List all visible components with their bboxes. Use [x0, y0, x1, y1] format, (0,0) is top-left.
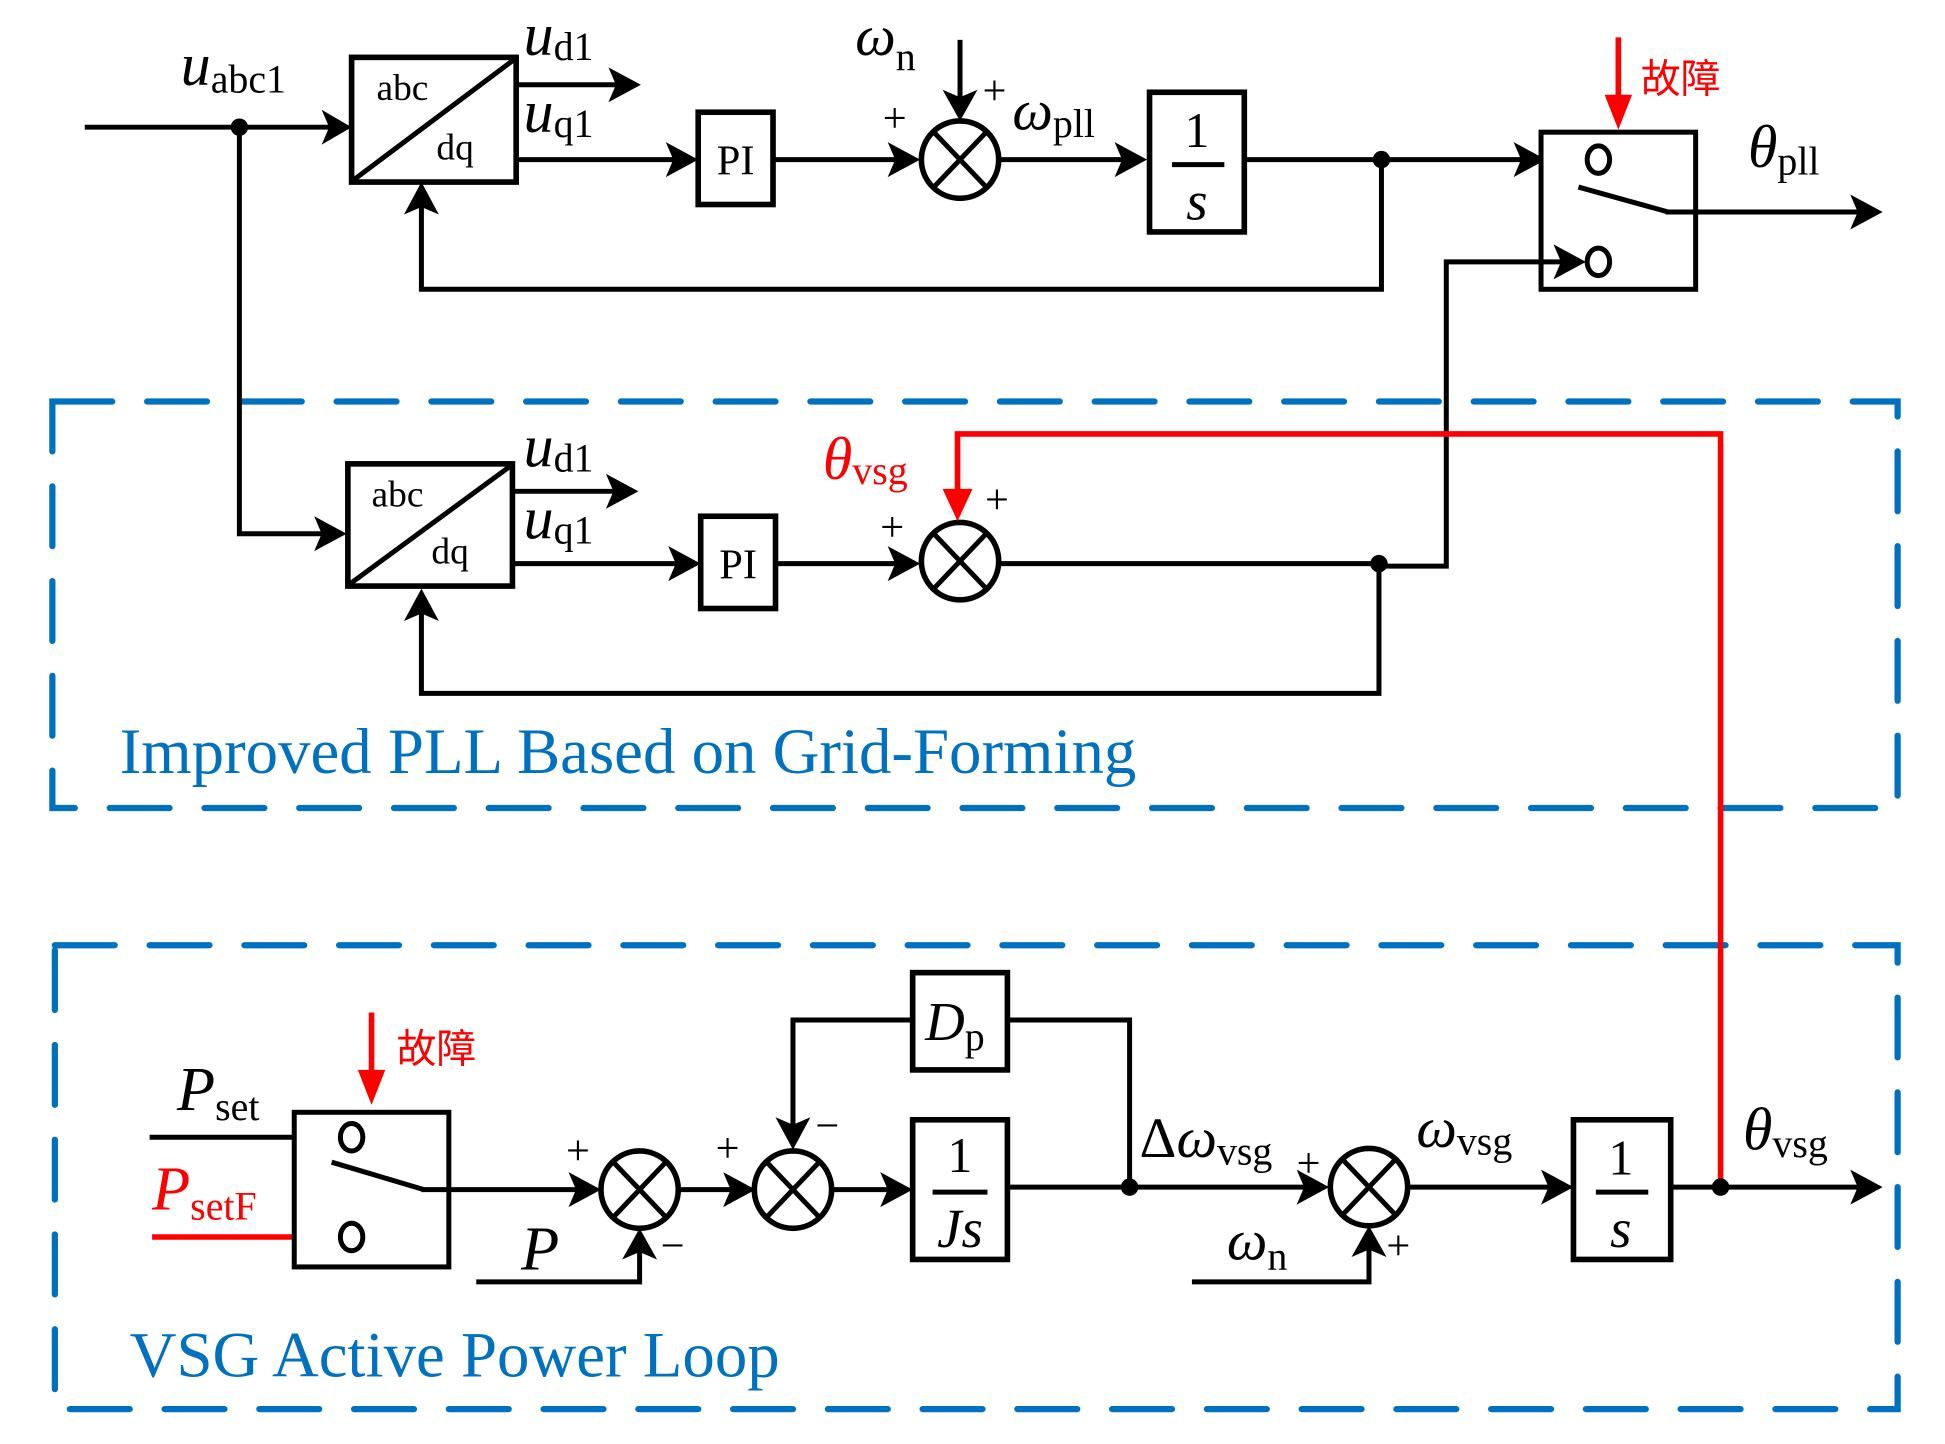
svg-text:Js: Js — [937, 1198, 983, 1259]
plus-sign: + — [880, 504, 904, 551]
ud1-label: ud1 — [524, 2, 594, 69]
arrow-head — [880, 1172, 913, 1208]
theta-vsg-feedback-wire — [954, 431, 1724, 1188]
arrow-head — [942, 488, 973, 522]
plus-sign: + — [985, 477, 1009, 524]
svg-text:s: s — [1610, 1198, 1631, 1259]
pset-label: Pset — [176, 1055, 259, 1129]
summing-junction-vsg-1 — [598, 1148, 682, 1232]
arrow-head — [887, 142, 921, 178]
summing-junction-improved — [918, 519, 1002, 603]
vsg-loop-group-border — [51, 942, 1901, 1413]
p-wire — [476, 1251, 643, 1285]
integrator-block-top: 1 s — [1146, 89, 1248, 235]
arrow-head — [605, 473, 639, 509]
arrow-head — [1604, 94, 1633, 130]
arrow-head — [1850, 1169, 1883, 1205]
arrow-head — [1296, 1169, 1330, 1205]
arrow-head — [668, 546, 701, 582]
plus-sign: + — [1297, 1140, 1321, 1187]
psetf-label: PsetF — [151, 1155, 257, 1229]
integrator-block-vsg: 1 s — [1570, 1116, 1674, 1263]
abc-dq-transform-top: abc dq — [348, 54, 519, 185]
omega-vsg-label: ωvsg — [1416, 1097, 1512, 1163]
svg-text:1: 1 — [1184, 103, 1209, 158]
p-label: P — [520, 1214, 559, 1283]
omega-pll-label: ωpll — [1012, 80, 1095, 146]
uq1-label-improved: uq1 — [524, 486, 594, 553]
arrow-head — [775, 1117, 811, 1150]
svg-text:PI: PI — [717, 138, 755, 185]
plus-sign: + — [716, 1125, 740, 1172]
arrow-head — [1114, 142, 1148, 178]
feedback-wire-top — [418, 157, 1384, 292]
vsg-loop-title: VSG Active Power Loop — [130, 1320, 780, 1392]
summing-junction-vsg-2 — [751, 1148, 835, 1232]
dp-in-wire — [1004, 1017, 1133, 1190]
pi-block-top: PI — [695, 109, 776, 208]
damping-block-dp: Dp — [909, 969, 1011, 1073]
svg-text:dq: dq — [431, 532, 469, 573]
arrow-head — [1351, 1225, 1387, 1257]
arrow-head — [1553, 244, 1586, 280]
arrow-head — [622, 1228, 658, 1260]
arrow-head — [314, 516, 347, 552]
plus-sign: + — [982, 68, 1006, 115]
inertia-block-1-js: 1 Js — [909, 1116, 1011, 1263]
pi-block-improved: PI — [697, 513, 779, 612]
arrow-head — [1850, 194, 1883, 230]
dp-label: Dp — [924, 991, 985, 1059]
plus-sign: + — [1386, 1222, 1410, 1269]
omega-n-label-vsg: ωn — [1227, 1209, 1287, 1278]
arrow-head — [357, 1069, 386, 1105]
improved-pll-title: Improved PLL Based on Grid-Forming — [120, 716, 1137, 788]
arrow-head — [665, 142, 699, 178]
arrow-head — [568, 1172, 601, 1208]
svg-text:abc: abc — [372, 474, 424, 515]
arrow-head — [723, 1172, 756, 1208]
improved-pll-output-wire — [1376, 259, 1561, 569]
arrow-head — [887, 546, 921, 582]
dp-out-wire — [790, 1017, 916, 1125]
input-branch-wire — [236, 124, 325, 537]
uq1-label: uq1 — [524, 79, 594, 146]
arrow-head — [942, 89, 978, 121]
delta-omega-vsg-label: Δωvsg — [1140, 1107, 1273, 1173]
svg-text:dq: dq — [436, 128, 474, 169]
improved-pll-group-border — [49, 398, 1901, 812]
plus-sign: + — [566, 1128, 590, 1175]
arrow-head — [608, 67, 641, 103]
theta-pll-label: θpll — [1748, 114, 1820, 183]
omega-n-label: ωn — [855, 5, 915, 79]
svg-text:abc: abc — [377, 68, 429, 109]
abc-dq-transform-improved: abc dq — [345, 461, 516, 589]
junction-dot — [1120, 1178, 1139, 1196]
theta-vsg-label: θvsg — [1743, 1097, 1828, 1166]
ud1-label-improved: ud1 — [524, 413, 594, 480]
fault-label-vsg: 故障 — [396, 1026, 476, 1072]
summing-junction-vsg-3 — [1327, 1145, 1411, 1229]
omega-n-wire-vsg — [1191, 1249, 1372, 1285]
arrow-head — [403, 182, 439, 215]
theta-vsg-label-improved: θvsg — [823, 426, 908, 493]
summing-junction-top — [918, 118, 1002, 202]
arrow-head — [1541, 1169, 1574, 1205]
minus-sign: − — [661, 1222, 685, 1269]
svg-text:PI: PI — [719, 542, 757, 589]
u-abc1-label: uabc1 — [181, 32, 286, 101]
fault-label-top: 故障 — [1641, 56, 1721, 102]
arrow-head — [321, 109, 352, 145]
arrow-head — [1513, 142, 1547, 178]
feedback-wire-improved — [418, 561, 1382, 696]
minus-sign: − — [815, 1103, 839, 1150]
svg-text:1: 1 — [948, 1128, 973, 1183]
arrow-head — [403, 588, 439, 621]
svg-text:s: s — [1186, 170, 1207, 231]
svg-text:1: 1 — [1608, 1131, 1633, 1186]
junction-dot — [1711, 1178, 1730, 1196]
plus-sign: + — [883, 95, 907, 142]
